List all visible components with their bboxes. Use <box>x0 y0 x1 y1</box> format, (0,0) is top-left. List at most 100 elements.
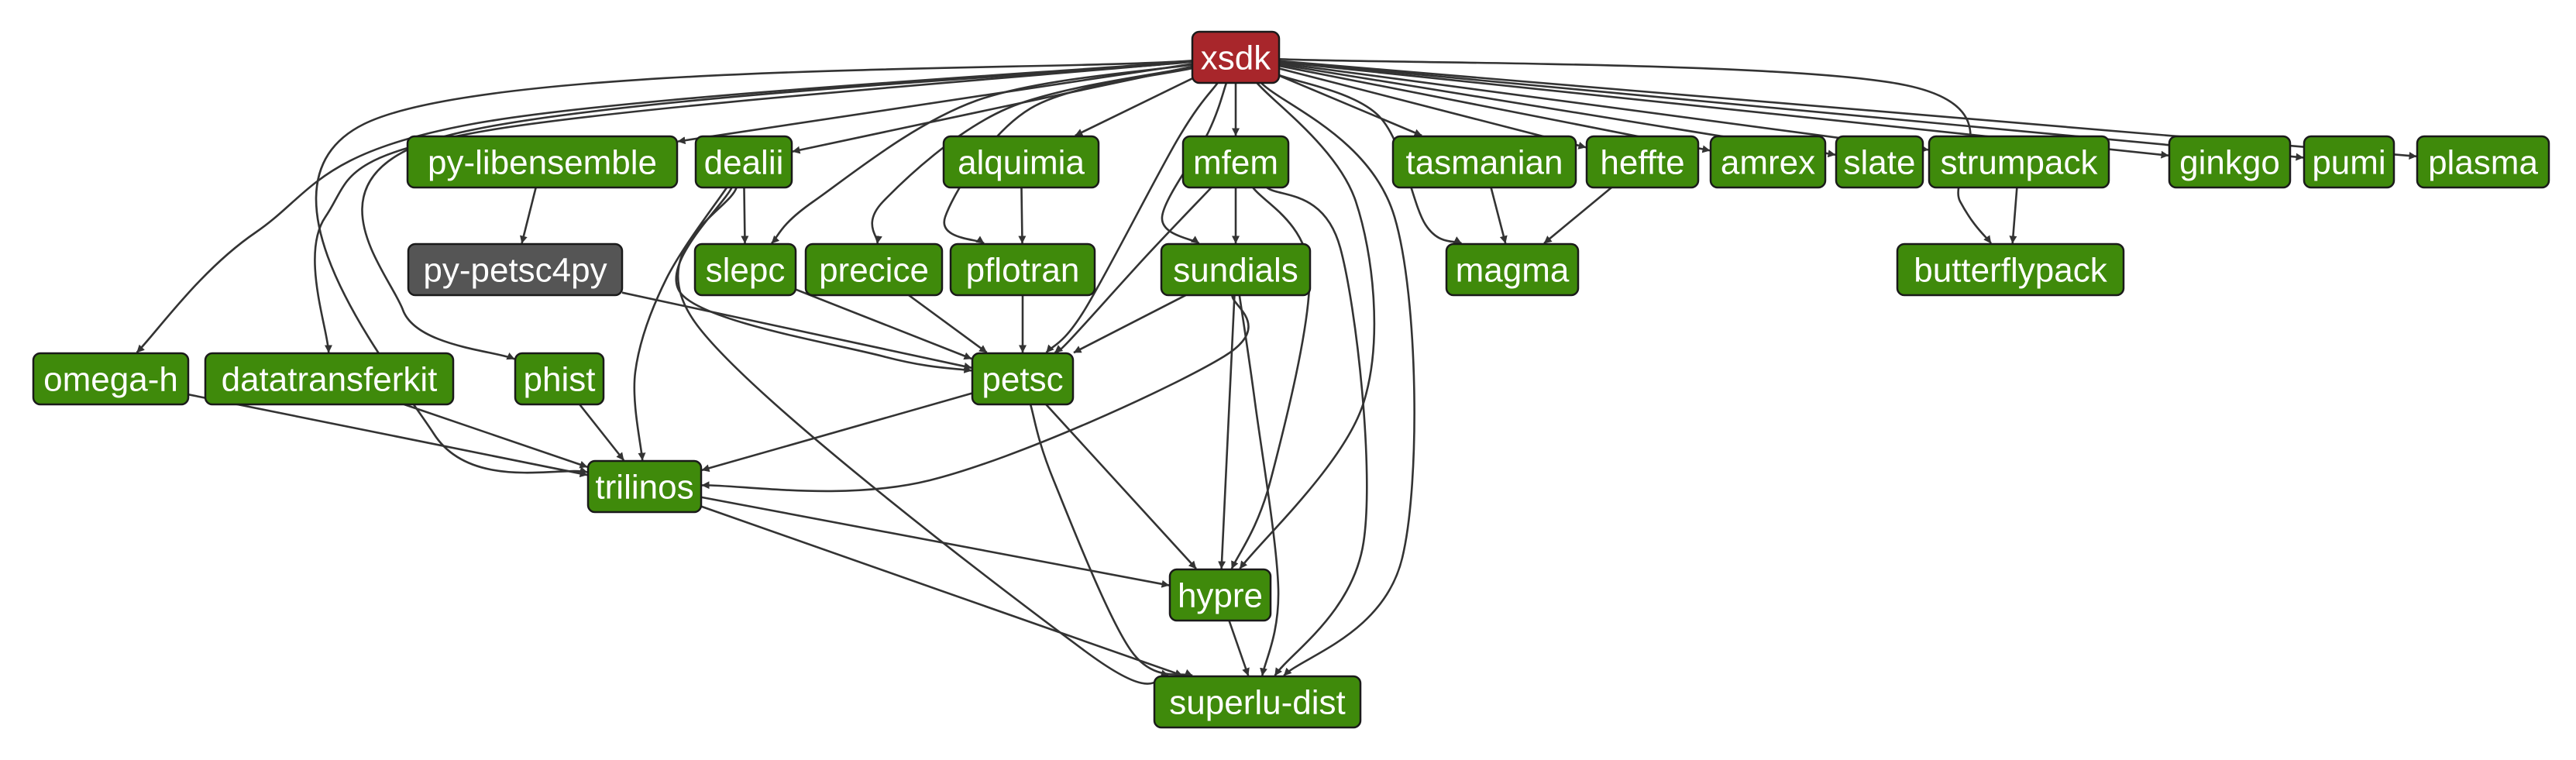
node-box <box>1445 242 1580 297</box>
node-box <box>1191 30 1281 84</box>
edge-datatransferkit-to-trilinos <box>404 403 588 469</box>
edge-heffte-to-magma <box>1543 186 1612 245</box>
node-box <box>1928 135 2110 189</box>
edge-py-libensemble-to-py-petsc4py <box>520 187 537 244</box>
node-box <box>1896 242 2125 297</box>
node-label: slate <box>1844 144 1916 182</box>
node-label: dealii <box>704 144 784 182</box>
node-strumpack[interactable]: strumpack <box>1928 135 2110 189</box>
node-label: alquimia <box>958 144 1085 182</box>
node-label: ginkgo <box>2179 144 2280 182</box>
node-slate[interactable]: slate <box>1835 135 1924 189</box>
node-amrex[interactable]: amrex <box>1709 135 1827 189</box>
edge-alquimia-to-pflotran <box>1018 187 1027 244</box>
node-box <box>694 135 793 189</box>
node-label: trilinos <box>595 469 693 507</box>
node-label: xsdk <box>1201 40 1271 77</box>
node-butterflypack[interactable]: butterflypack <box>1896 242 2125 297</box>
node-tasmanian[interactable]: tasmanian <box>1391 135 1577 189</box>
edge-dealii-to-trilinos <box>633 187 728 461</box>
edge-phist-to-trilinos <box>579 404 625 461</box>
edge-xsdk-to-precice <box>871 66 1193 244</box>
node-label: sundials <box>1173 252 1298 290</box>
edge-petsc-to-trilinos <box>701 392 973 473</box>
node-box <box>32 352 190 406</box>
edge-sundials-to-trilinos <box>701 294 1250 493</box>
edge-trilinos-to-hypre <box>700 496 1170 588</box>
node-label: omega-h <box>43 361 178 399</box>
edge-xsdk-to-omega-h <box>136 60 1193 353</box>
node-label: datatransferkit <box>222 361 438 399</box>
node-py-petsc4py[interactable]: py-petsc4py <box>407 242 624 297</box>
node-box <box>586 459 703 514</box>
edge-mfem-to-petsc <box>1054 187 1212 354</box>
edges-layer <box>136 58 2417 685</box>
node-superlu-dist[interactable]: superlu-dist <box>1153 675 1362 729</box>
edge-xsdk-to-strumpack <box>1278 62 1929 153</box>
node-pumi[interactable]: pumi <box>2303 135 2395 189</box>
node-box <box>804 242 944 297</box>
node-box <box>514 352 605 406</box>
node-box <box>406 135 679 189</box>
node-box <box>1835 135 1924 189</box>
edge-tasmanian-to-magma <box>1490 187 1508 244</box>
edge-omega-h-to-trilinos <box>187 393 588 478</box>
node-omega-h[interactable]: omega-h <box>32 352 190 406</box>
node-label: pumi <box>2312 144 2385 182</box>
node-label: mfem <box>1193 144 1278 182</box>
edge-xsdk-to-py-libensemble <box>677 63 1193 145</box>
node-heffte[interactable]: heffte <box>1585 135 1700 189</box>
node-box <box>1181 135 1290 189</box>
node-box <box>1160 242 1312 297</box>
node-box <box>1391 135 1577 189</box>
node-label: strumpack <box>1941 144 2099 182</box>
node-label: precice <box>819 252 929 290</box>
node-petsc[interactable]: petsc <box>971 352 1075 406</box>
node-label: heffte <box>1600 144 1684 182</box>
node-box <box>1709 135 1827 189</box>
node-label: py-libensemble <box>428 144 657 182</box>
edge-py-petsc4py-to-petsc <box>621 291 972 370</box>
node-mfem[interactable]: mfem <box>1181 135 1290 189</box>
edge-petsc-to-superlu-dist <box>1029 404 1193 677</box>
node-box <box>2303 135 2395 189</box>
node-box <box>204 352 455 406</box>
edge-sundials-to-hypre <box>1218 294 1236 569</box>
edge-precice-to-petsc <box>908 294 988 354</box>
node-label: amrex <box>1721 144 1815 182</box>
node-label: petsc <box>982 361 1063 399</box>
edge-xsdk-to-tasmanian <box>1278 74 1422 137</box>
node-plasma[interactable]: plasma <box>2416 135 2550 189</box>
edge-xsdk-to-heffte <box>1278 67 1587 150</box>
edge-xsdk-to-petsc <box>1045 82 1219 353</box>
node-precice[interactable]: precice <box>804 242 944 297</box>
node-hypre[interactable]: hypre <box>1168 568 1272 622</box>
node-box <box>2416 135 2550 189</box>
node-py-libensemble[interactable]: py-libensemble <box>406 135 679 189</box>
node-dealii[interactable]: dealii <box>694 135 793 189</box>
edge-trilinos-to-superlu-dist <box>700 505 1183 677</box>
edge-xsdk-to-trilinos <box>315 59 1193 475</box>
node-label: tasmanian <box>1405 144 1563 182</box>
edge-xsdk-to-hypre <box>1239 82 1376 569</box>
node-box <box>693 242 797 297</box>
node-sundials[interactable]: sundials <box>1160 242 1312 297</box>
node-xsdk[interactable]: xsdk <box>1191 30 1281 84</box>
node-slepc[interactable]: slepc <box>693 242 797 297</box>
node-alquimia[interactable]: alquimia <box>942 135 1100 189</box>
node-datatransferkit[interactable]: datatransferkit <box>204 352 455 406</box>
node-trilinos[interactable]: trilinos <box>586 459 703 514</box>
node-phist[interactable]: phist <box>514 352 605 406</box>
node-label: butterflypack <box>1914 252 2107 290</box>
edge-xsdk-to-alquimia <box>1075 77 1193 137</box>
edge-xsdk-to-pumi <box>1278 60 2304 161</box>
edge-dealii-to-petsc <box>675 187 972 373</box>
node-magma[interactable]: magma <box>1445 242 1580 297</box>
edge-sundials-to-superlu-dist <box>1238 294 1280 676</box>
node-box <box>2168 135 2292 189</box>
node-ginkgo[interactable]: ginkgo <box>2168 135 2292 189</box>
edge-petsc-to-hypre <box>1045 404 1197 569</box>
node-pflotran[interactable]: pflotran <box>949 242 1096 297</box>
edge-strumpack-to-butterflypack <box>2009 187 2018 244</box>
